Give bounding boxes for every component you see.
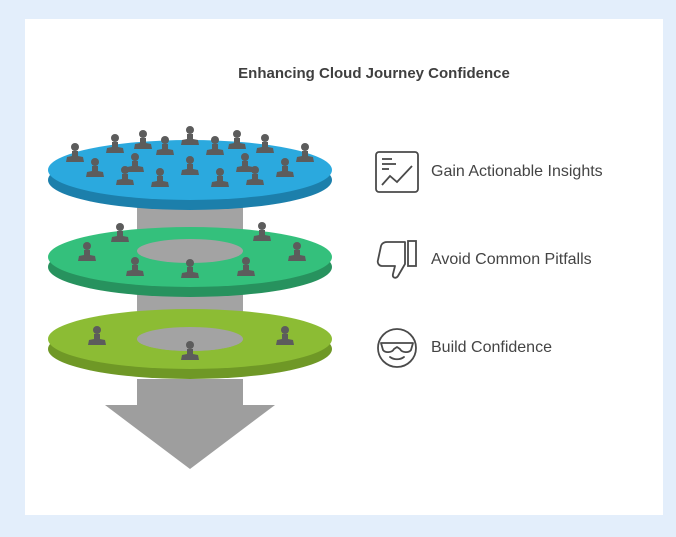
item-label: Build Confidence [431,339,552,356]
diagram-title: Enhancing Cloud Journey Confidence [238,65,510,82]
down-arrow [105,379,275,469]
thumbs-down-icon [376,240,417,279]
funnel-diagram [48,126,332,469]
layer-middle [48,222,332,297]
item-avoid-pitfalls: Avoid Common Pitfalls [375,238,592,282]
cool-face-icon [377,328,417,368]
layer-top [48,126,332,210]
item-gain-insights: Gain Actionable Insights [375,150,603,194]
item-label: Avoid Common Pitfalls [431,251,592,268]
item-build-confidence: Build Confidence [375,326,552,370]
layer-bottom [48,309,332,379]
chart-insight-icon [375,151,419,193]
diagram-card: Enhancing Cloud Journey Confidence [25,19,663,515]
item-label: Gain Actionable Insights [431,163,603,180]
